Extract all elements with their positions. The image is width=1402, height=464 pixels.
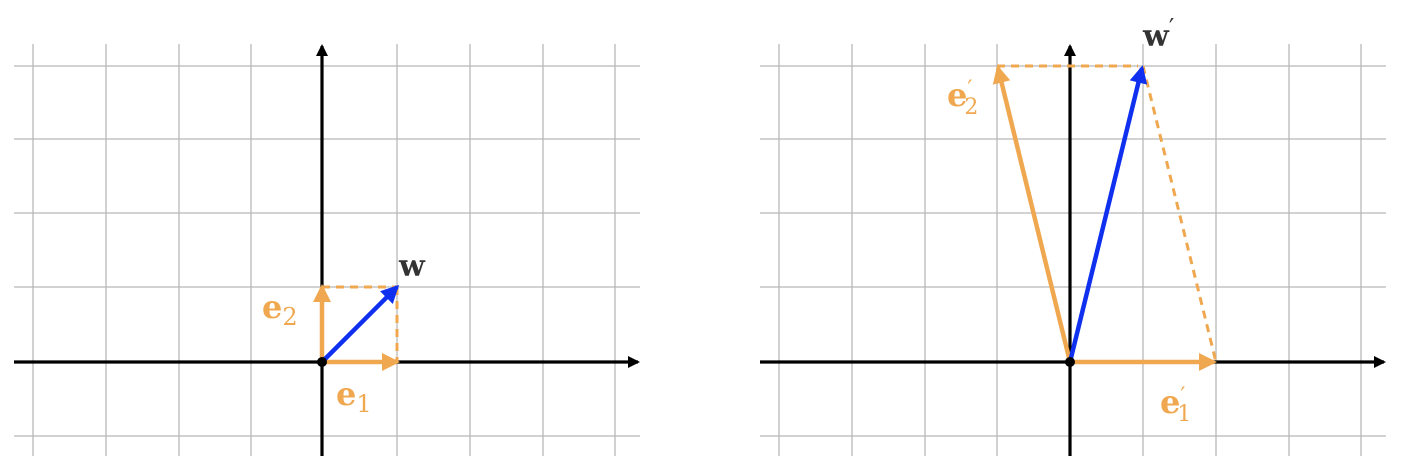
right-e1-label: e′1: [1160, 383, 1191, 427]
left-w-arrow: [320, 284, 400, 364]
right-grid: [760, 44, 1386, 456]
right-panel: w′ e′1 e′2: [760, 14, 1386, 456]
right-e2-label: e′2: [947, 76, 978, 120]
right-dashed-diagonal: [1141, 65, 1218, 363]
left-panel: w e1 e2: [14, 44, 640, 456]
right-w-arrow: [1067, 65, 1148, 363]
left-origin-dot: [317, 357, 327, 367]
right-w-label: w′: [1142, 14, 1174, 54]
left-grid: [14, 44, 640, 456]
left-e2-label: e2: [262, 288, 298, 331]
right-origin-dot: [1065, 357, 1075, 367]
left-w-label: w: [398, 249, 426, 284]
left-e1-label: e1: [336, 375, 372, 418]
right-e2-arrow: [992, 65, 1073, 363]
